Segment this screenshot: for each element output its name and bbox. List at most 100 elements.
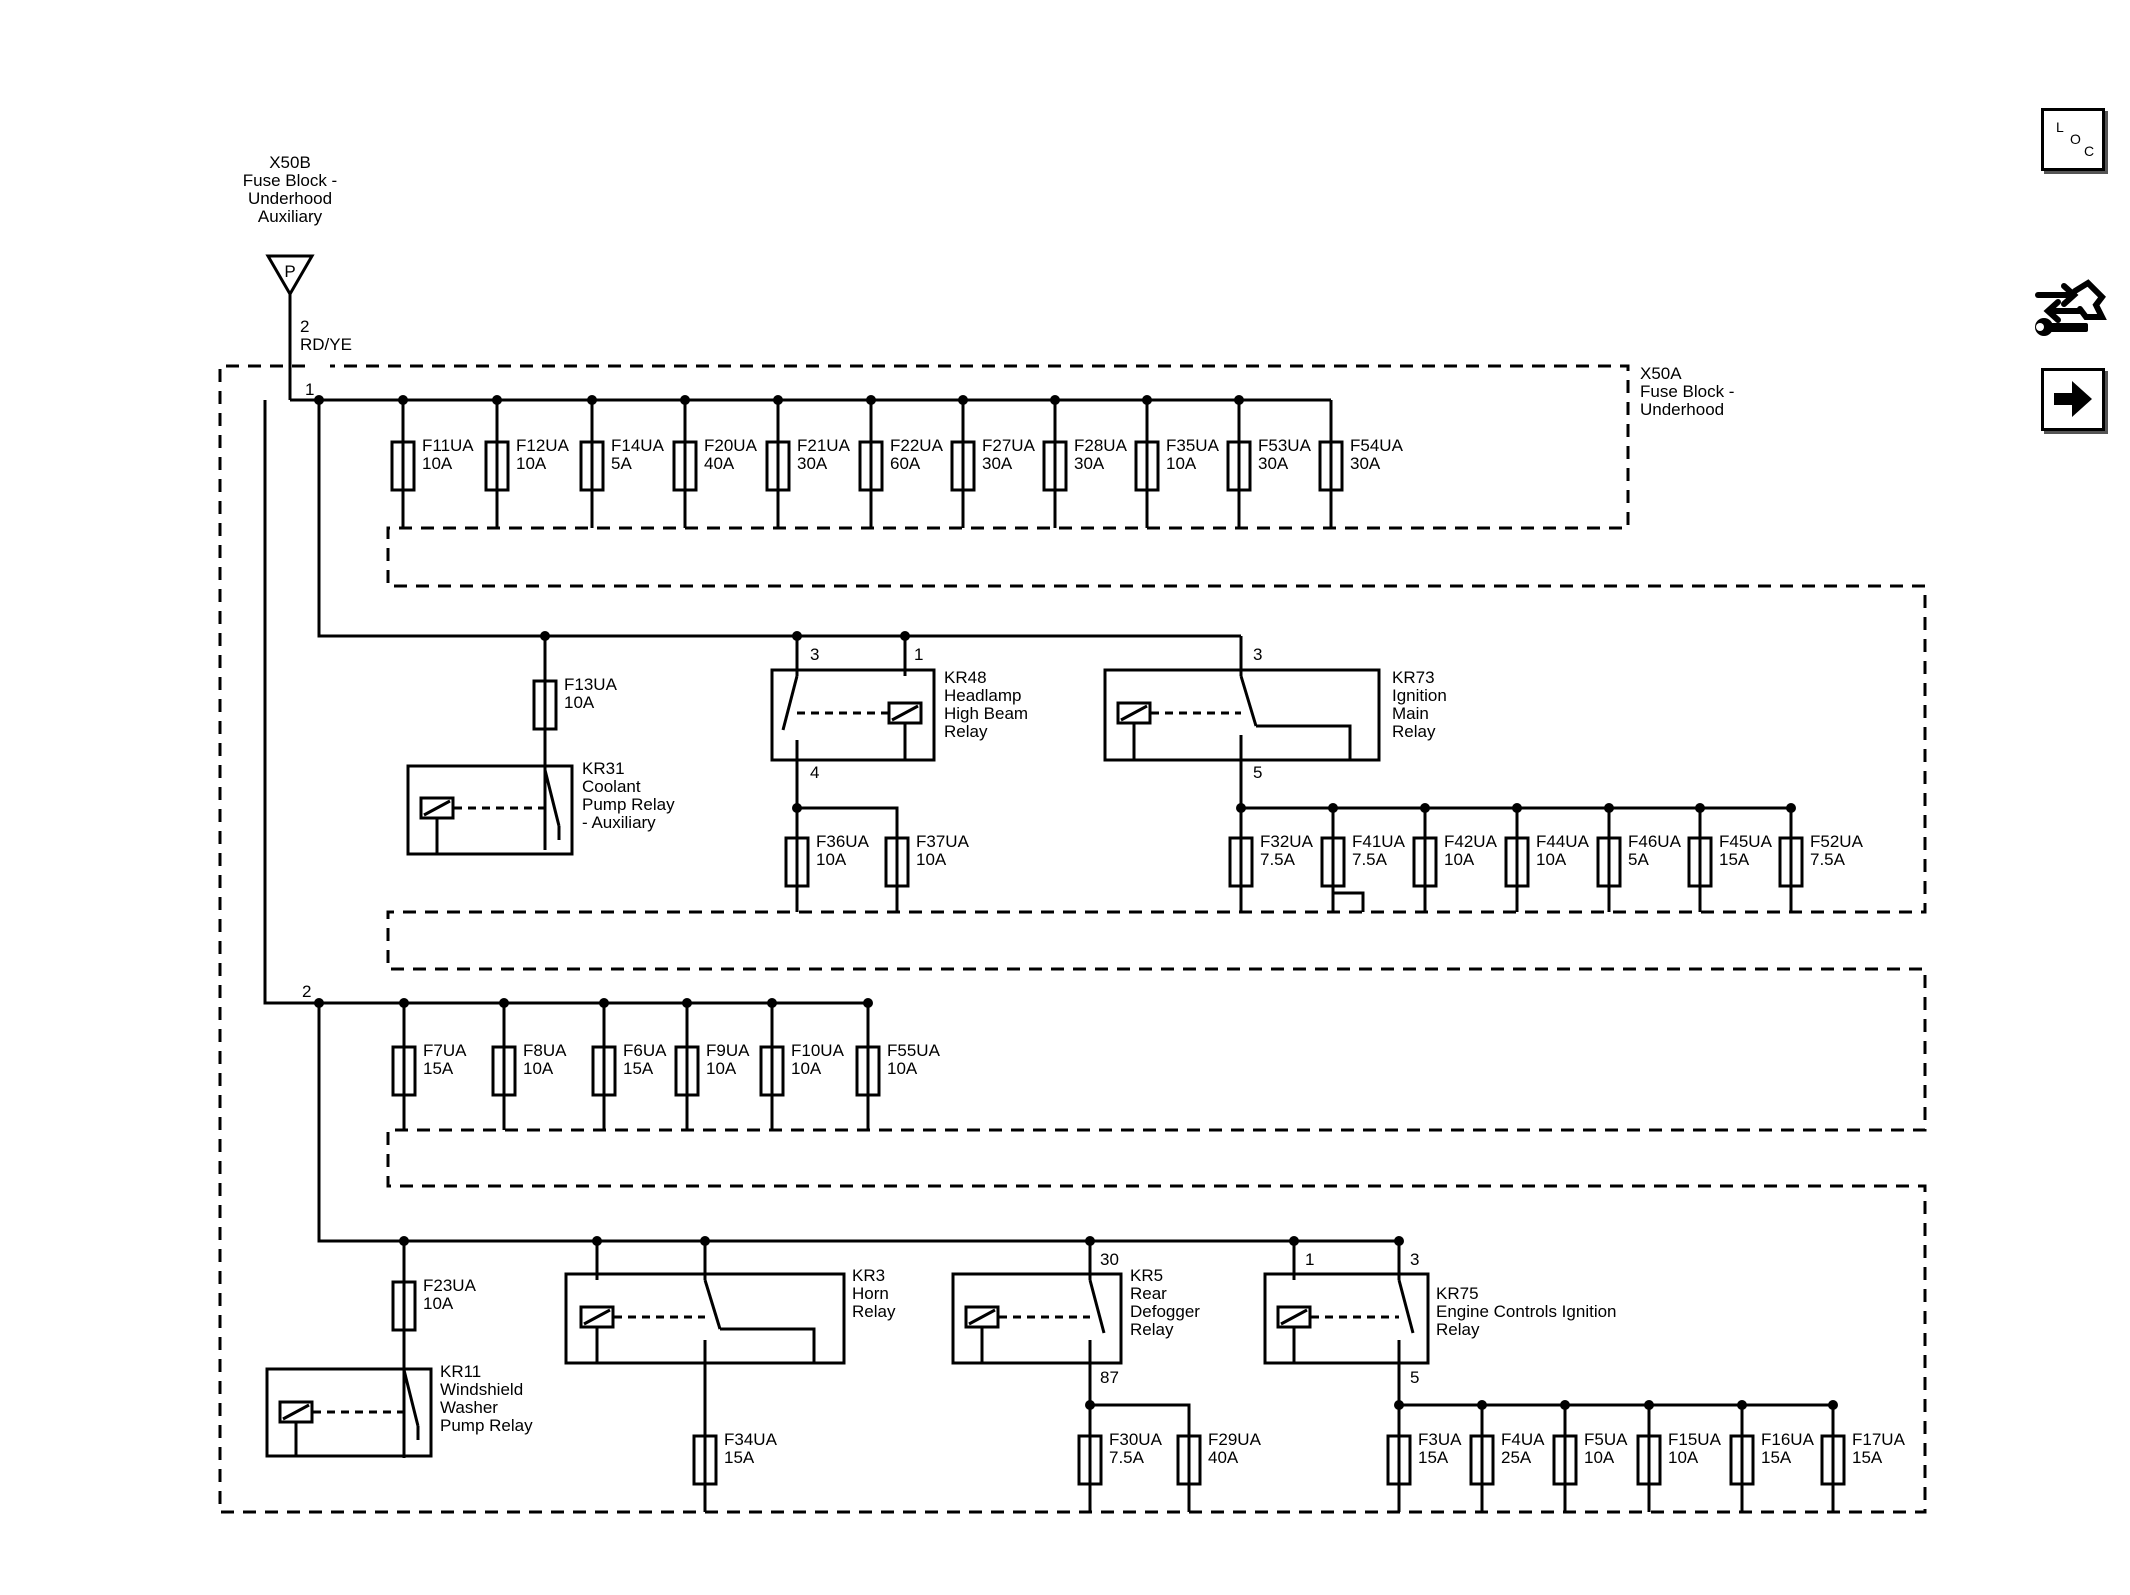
fuse-rating: 10A xyxy=(1668,1448,1699,1467)
fuse-name: F4UA xyxy=(1501,1430,1545,1449)
bus-2-pin: 2 xyxy=(302,982,311,1001)
kr11-switch-blade xyxy=(402,1369,420,1427)
kr31-relay xyxy=(406,764,574,856)
fuse-name: F6UA xyxy=(623,1041,667,1060)
kr48-pin-1: 1 xyxy=(914,645,923,664)
splice-dot xyxy=(792,631,802,641)
fuse-name: F52UA xyxy=(1810,832,1864,851)
splice-dot xyxy=(1737,1400,1747,1410)
relay-bus xyxy=(317,400,1241,638)
kr11-name-line: Windshield xyxy=(440,1380,523,1399)
fuse-name: F30UA xyxy=(1109,1430,1163,1449)
fuse-rating: 10A xyxy=(1166,454,1197,473)
kr11-name-line: Pump Relay xyxy=(440,1416,533,1435)
fuse-rating: 15A xyxy=(423,1059,454,1078)
kr73-pin-3: 3 xyxy=(1253,645,1262,664)
kr75-name-line: Engine Controls Ignition xyxy=(1436,1302,1617,1321)
components xyxy=(265,254,1846,1486)
fuse-rating: 15A xyxy=(623,1059,654,1078)
fuse-rating: 30A xyxy=(982,454,1013,473)
fuse-name: F35UA xyxy=(1166,436,1220,455)
x50a-name-line: Fuse Block - xyxy=(1640,382,1734,401)
x50a-name-line: Underhood xyxy=(1640,400,1724,419)
x50b-wire-color: RD/YE xyxy=(300,335,352,354)
kr73-name-line: Relay xyxy=(1392,722,1436,741)
x50b-pin: 2 xyxy=(300,317,309,336)
kr5-pin-30: 30 xyxy=(1100,1250,1119,1269)
fuse-rating: 60A xyxy=(890,454,921,473)
kr5-name-line: KR5 xyxy=(1130,1266,1163,1285)
fuse-rating: 15A xyxy=(1761,1448,1792,1467)
kr3-name-line: KR3 xyxy=(852,1266,885,1285)
fuse-name: F27UA xyxy=(982,436,1036,455)
splice-dot xyxy=(592,1236,602,1246)
relay-coil-diagonal xyxy=(282,1403,310,1421)
fuse-name: F10UA xyxy=(791,1041,845,1060)
relay-coil-diagonal xyxy=(891,704,919,722)
fuse-name: F3UA xyxy=(1418,1430,1462,1449)
loc-button[interactable]: L O C xyxy=(2041,108,2105,171)
fuse-name: F16UA xyxy=(1761,1430,1815,1449)
fuse-name: F34UA xyxy=(724,1430,778,1449)
splice-dot xyxy=(1695,803,1705,813)
splice-dot xyxy=(314,998,324,1008)
fuse-name: F7UA xyxy=(423,1041,467,1060)
kr75-relay xyxy=(1263,1272,1430,1365)
splice-dot xyxy=(682,998,692,1008)
kr31-name-line: Coolant xyxy=(582,777,641,796)
loc-letter-o: O xyxy=(2070,131,2081,147)
fuse-name: F42UA xyxy=(1444,832,1498,851)
fuse-name: F22UA xyxy=(890,436,944,455)
fuse-rating: 5A xyxy=(611,454,632,473)
kr31-name-line: Pump Relay xyxy=(582,795,675,814)
splice-dot xyxy=(773,395,783,405)
kr73-pin-5: 5 xyxy=(1253,763,1262,782)
fuse-name: F41UA xyxy=(1352,832,1406,851)
splice-dot xyxy=(399,998,409,1008)
kr11-name-line: KR11 xyxy=(440,1362,481,1381)
fuse-name: F28UA xyxy=(1074,436,1128,455)
service-info-icon[interactable] xyxy=(2030,275,2110,345)
fuse-name: F32UA xyxy=(1260,832,1314,851)
kr31-name-line: - Auxiliary xyxy=(582,813,656,832)
navigate-button[interactable] xyxy=(2041,368,2105,431)
splice-dot xyxy=(1512,803,1522,813)
fuse-rating: 7.5A xyxy=(1109,1448,1145,1467)
kr75-pin-5: 5 xyxy=(1410,1368,1419,1387)
splice-dot xyxy=(492,395,502,405)
splice-dot xyxy=(1420,803,1430,813)
kr73-name-line: KR73 xyxy=(1392,668,1435,687)
kr5-name-line: Defogger xyxy=(1130,1302,1200,1321)
fuse-rating: 7.5A xyxy=(1810,850,1846,869)
fuse-name: F8UA xyxy=(523,1041,567,1060)
fuse-rating: 10A xyxy=(523,1059,554,1078)
fuse-rating: 15A xyxy=(1719,850,1750,869)
kr11-name-line: Washer xyxy=(440,1398,498,1417)
x50a-boundary xyxy=(218,364,1927,1514)
splice-dot xyxy=(1236,803,1246,813)
fuse-name: F44UA xyxy=(1536,832,1590,851)
fuse-rating: 10A xyxy=(1584,1448,1615,1467)
splice-dot xyxy=(1560,1400,1570,1410)
fuse-name: F53UA xyxy=(1258,436,1312,455)
relay-coil-diagonal xyxy=(583,1308,611,1326)
fuse-rating: 10A xyxy=(1536,850,1567,869)
kr48-name-line: Headlamp xyxy=(944,686,1022,705)
splice-dot xyxy=(499,998,509,1008)
bus-2-feed xyxy=(263,400,319,1005)
kr5-pin-87: 87 xyxy=(1100,1368,1119,1387)
splice-dot xyxy=(1050,395,1060,405)
fuse-rating: 10A xyxy=(422,454,453,473)
fuse-name: F45UA xyxy=(1719,832,1773,851)
bus-1-pin: 1 xyxy=(305,380,314,399)
fuse-name: F21UA xyxy=(797,436,851,455)
splice-dot xyxy=(767,998,777,1008)
power-source-letter: P xyxy=(284,262,295,281)
fuse-rating: 10A xyxy=(791,1059,822,1078)
kr75-switch-blade xyxy=(1397,1279,1415,1334)
splice-dot xyxy=(1328,803,1338,813)
kr73-name-line: Ignition xyxy=(1392,686,1447,705)
splice-dot xyxy=(700,1236,710,1246)
splice-dot xyxy=(680,395,690,405)
fuse-name: F5UA xyxy=(1584,1430,1628,1449)
